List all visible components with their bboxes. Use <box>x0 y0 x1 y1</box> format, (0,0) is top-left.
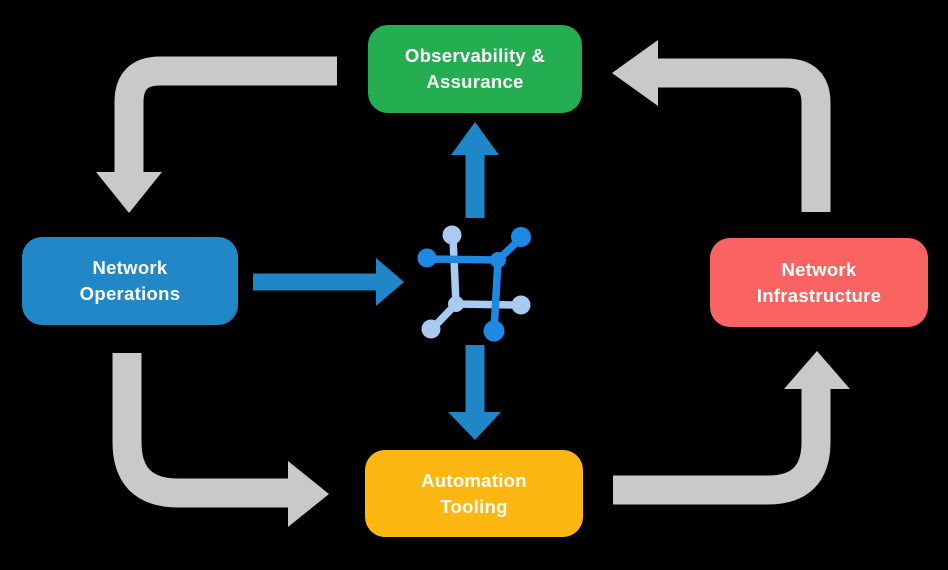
arrow-center-to-observability-head <box>451 122 499 155</box>
node-operations: Network Operations <box>22 237 238 325</box>
arrow-center-to-automation-head <box>448 412 501 440</box>
node-observability: Observability & Assurance <box>368 25 582 113</box>
network-mesh-icon-node-bottom <box>483 320 505 342</box>
arrow-observability-to-operations <box>96 56 337 213</box>
network-mesh-icon-junction-top-right <box>490 252 506 268</box>
arrow-operations-to-center-head <box>376 258 404 306</box>
node-observability-label: Observability & Assurance <box>404 45 546 92</box>
arrow-automation-to-infrastructure-shaft <box>613 389 831 505</box>
node-infrastructure-label: Network Infrastructure <box>756 258 882 306</box>
network-mesh-icon-node-bottom-left <box>421 319 441 339</box>
arrow-center-to-observability <box>451 122 499 218</box>
arrow-automation-to-infrastructure <box>613 351 850 505</box>
arrow-infrastructure-to-observability <box>612 40 831 212</box>
network-mesh-icon-node-top <box>442 225 462 245</box>
node-automation: Automation Tooling <box>365 450 583 537</box>
network-mesh-icon-node-top-right <box>511 227 531 247</box>
network-mesh-icon-junction-bottom-left <box>448 296 464 312</box>
node-automation-label: Automation Tooling <box>421 469 527 517</box>
arrow-operations-to-automation-shaft <box>112 353 288 508</box>
arrow-infrastructure-to-observability-shaft <box>658 58 831 212</box>
arrow-infrastructure-to-observability-head <box>612 40 658 106</box>
arrow-automation-to-infrastructure-head <box>784 351 850 389</box>
network-mesh-icon-node-right <box>511 295 531 315</box>
node-infrastructure: Network Infrastructure <box>710 238 928 327</box>
network-mesh-icon <box>417 225 531 342</box>
arrow-observability-to-operations-head <box>96 172 162 213</box>
node-operations-label: Network Operations <box>79 257 181 304</box>
arrow-operations-to-automation <box>112 353 329 527</box>
arrow-center-to-automation <box>448 345 501 440</box>
network-mesh-icon-node-left <box>417 248 437 268</box>
arrow-operations-to-automation-head <box>288 461 329 527</box>
arrow-observability-to-operations-shaft <box>114 56 337 173</box>
arrow-operations-to-center <box>253 258 404 306</box>
